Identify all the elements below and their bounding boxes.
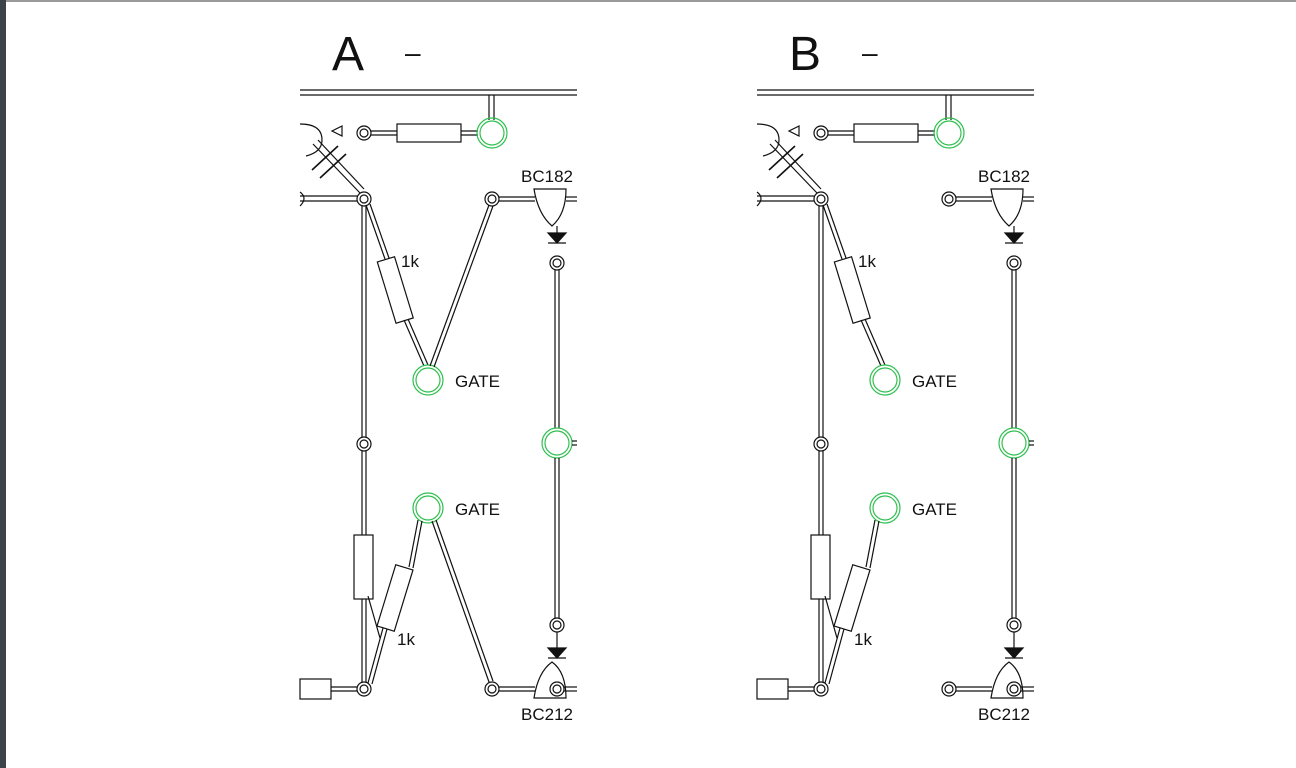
transistor-label: BC182 <box>521 167 573 186</box>
panel-letter: A <box>332 28 364 81</box>
resistor-1k <box>833 564 871 632</box>
resistor-label: 1k <box>858 252 876 271</box>
panel-letter: B <box>789 28 821 81</box>
gate-pad <box>412 364 444 396</box>
transistor-label: BC212 <box>521 705 573 724</box>
gate-pad <box>412 492 444 524</box>
gate-label: GATE <box>912 372 957 391</box>
panel-dash: – <box>405 37 421 68</box>
transistor-bc212 <box>533 661 567 699</box>
resistor-label: 1k <box>854 630 872 649</box>
panel-dash: – <box>862 37 878 68</box>
gate-label: GATE <box>455 500 500 519</box>
pad <box>356 125 372 141</box>
panel-b: B – 1k GATE <box>756 28 1034 724</box>
resistor-label: 1k <box>401 252 419 271</box>
green-pad <box>541 427 573 459</box>
resistor <box>396 123 462 143</box>
transistor-bc212 <box>990 661 1024 699</box>
resistor <box>353 534 374 600</box>
resistor-1k <box>376 564 414 632</box>
window-top-border <box>0 0 1296 2</box>
panel-a: A – <box>299 28 577 724</box>
green-pad <box>998 427 1030 459</box>
gate-pad <box>869 492 901 524</box>
transistor-label: BC212 <box>978 705 1030 724</box>
transistor-label: BC182 <box>978 167 1030 186</box>
transistor-bc182 <box>533 188 567 227</box>
resistor-label: 1k <box>397 630 415 649</box>
resistor <box>853 123 919 143</box>
gate-pad <box>869 364 901 396</box>
resistor <box>810 534 831 600</box>
green-pad <box>933 117 965 149</box>
gate-label: GATE <box>912 500 957 519</box>
green-pad <box>476 117 508 149</box>
gate-label: GATE <box>455 372 500 391</box>
window-left-border <box>0 0 6 768</box>
transistor-bc182 <box>990 188 1024 227</box>
